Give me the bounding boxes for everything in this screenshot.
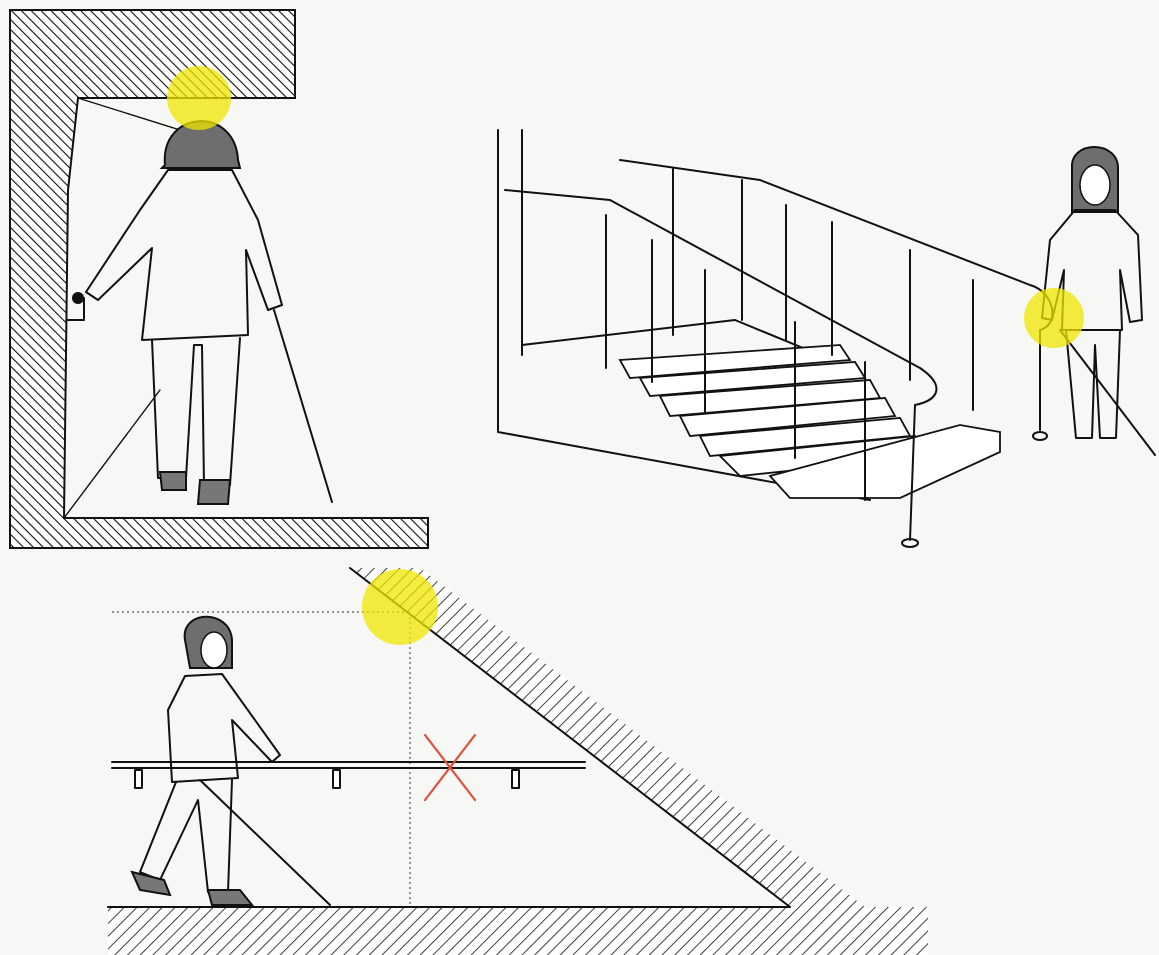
handrail-posts bbox=[135, 770, 519, 788]
shoe-right bbox=[198, 480, 230, 504]
woman-walking bbox=[132, 617, 330, 905]
woman-back-view bbox=[86, 121, 332, 504]
head-contact-highlight bbox=[167, 66, 231, 130]
cane bbox=[1060, 330, 1155, 455]
panel-staircase bbox=[498, 130, 1155, 547]
shoe-left bbox=[160, 472, 186, 490]
legs bbox=[152, 338, 240, 485]
rail-foot bbox=[1033, 432, 1047, 440]
cane bbox=[274, 310, 332, 502]
floor-line bbox=[64, 390, 160, 518]
handrail-knob bbox=[72, 292, 84, 304]
legs bbox=[1066, 330, 1120, 438]
head-contact-highlight bbox=[362, 569, 438, 645]
panel-under-stair bbox=[108, 568, 928, 955]
stair-steps bbox=[620, 345, 1000, 498]
torso bbox=[168, 674, 280, 782]
cane bbox=[200, 780, 330, 905]
handrail bbox=[112, 762, 585, 768]
face bbox=[201, 632, 227, 668]
shoe-front bbox=[208, 890, 252, 905]
torso bbox=[86, 170, 282, 340]
rail-end-highlight bbox=[1024, 288, 1084, 348]
ceiling-line bbox=[78, 98, 180, 130]
face bbox=[1080, 165, 1110, 205]
panel-overhang bbox=[10, 10, 428, 548]
